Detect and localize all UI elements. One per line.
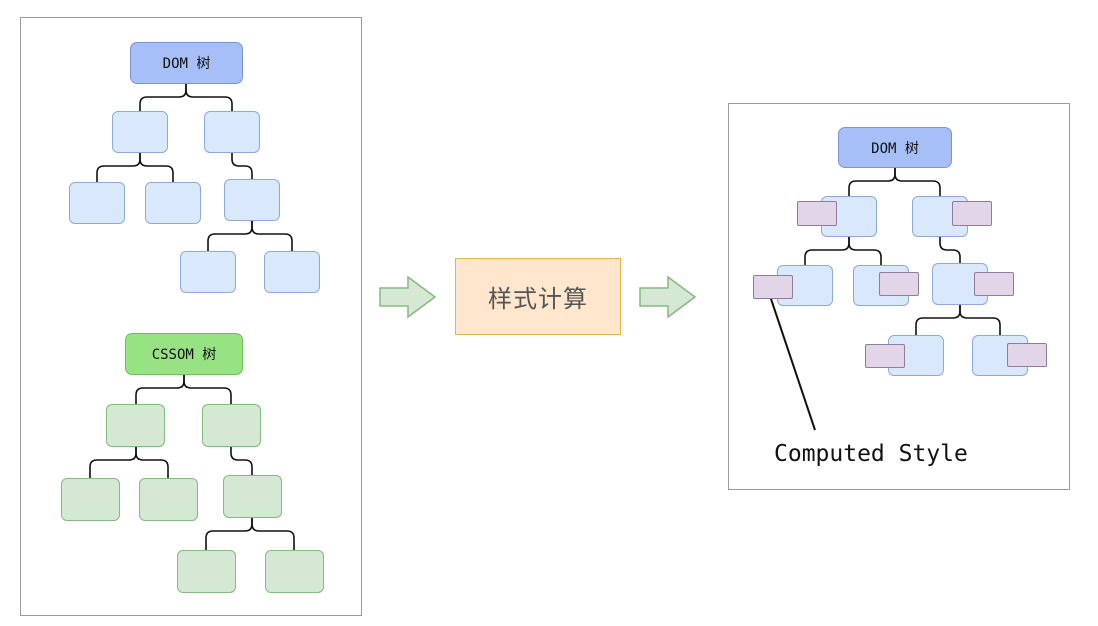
dom-node	[264, 251, 320, 293]
dom-node	[224, 179, 280, 221]
dom-tree-label: DOM 树	[162, 56, 211, 72]
result-tree-root: DOM 树	[838, 127, 952, 168]
dom-node	[145, 182, 201, 224]
cssom-tree-root: CSSOM 树	[125, 333, 243, 375]
computed-style-box	[974, 272, 1014, 296]
cssom-node	[265, 550, 324, 593]
cssom-node	[202, 404, 261, 447]
cssom-node	[106, 404, 165, 447]
cssom-node	[177, 550, 236, 593]
cssom-node	[223, 475, 282, 518]
dom-node	[69, 182, 125, 224]
computed-style-box	[879, 272, 919, 296]
cssom-tree-label: CSSOM 树	[151, 347, 217, 363]
dom-tree-root: DOM 树	[130, 42, 243, 84]
computed-style-box	[1007, 343, 1047, 367]
process-label: 样式计算	[488, 285, 588, 313]
computed-style-annotation: Computed Style	[774, 441, 968, 467]
computed-style-box	[865, 344, 905, 368]
cssom-node	[61, 478, 120, 521]
dom-node	[180, 251, 236, 293]
dom-node	[112, 111, 168, 153]
cssom-node	[139, 478, 198, 521]
style-calculation-step: 样式计算	[455, 258, 621, 335]
annotation-pointer-line	[767, 289, 816, 431]
computed-style-box	[797, 201, 837, 226]
result-tree-label: DOM 树	[871, 140, 919, 157]
arrow-right-icon	[379, 275, 437, 319]
computed-style-box	[753, 275, 793, 299]
dom-node	[204, 111, 260, 153]
computed-style-box	[952, 201, 992, 226]
arrow-right-icon	[639, 275, 697, 319]
